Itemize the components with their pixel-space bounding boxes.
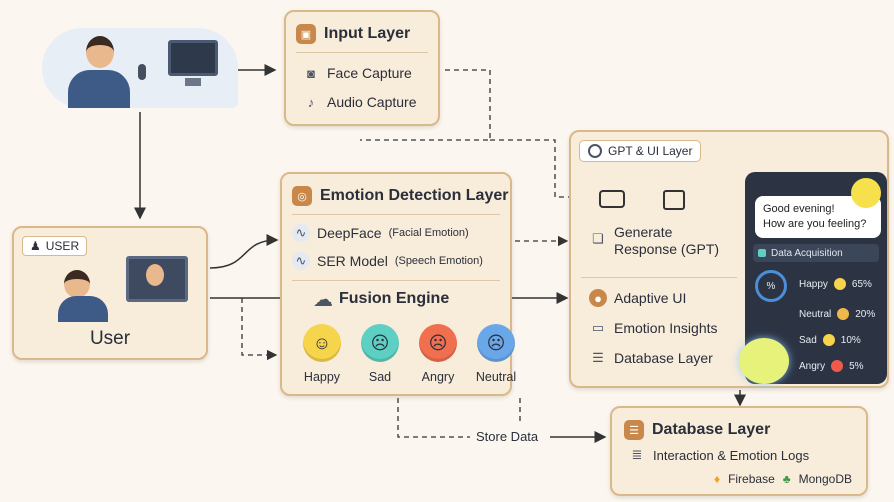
adaptive-ui-icon: ● (589, 289, 607, 307)
stat-angry-icon (831, 360, 844, 372)
emotion-faces-row: ☺ Happy ☹ Sad ☹ Angry ☹ Neutral (300, 324, 518, 384)
neutral-face-icon: ☹ (477, 324, 515, 362)
ser-name: SER Model (317, 253, 388, 269)
greeting-line1: Good evening! (763, 203, 835, 215)
sad-label: Sad (368, 370, 392, 384)
mongodb-icon: ♣ (782, 472, 791, 486)
camera-icon: ◙ (307, 65, 315, 81)
database-layer-label: Database Layer (614, 350, 713, 366)
gpt-layer-badge: GPT & UI Layer (579, 140, 702, 162)
happy-label: Happy (303, 370, 341, 384)
deepface-icon: ∿ (292, 224, 310, 242)
database-layer-card: ☰ Database Layer ≣ Interaction & Emotion… (610, 406, 868, 496)
stat-neutral: Neutral 20% (799, 308, 875, 320)
stat-happy-icon (833, 278, 846, 290)
audio-capture-label: Audio Capture (327, 94, 417, 110)
generate-label: Generate (614, 224, 673, 240)
stat-neutral-label: Neutral (799, 308, 832, 320)
stat-sad-value: 10% (840, 334, 861, 346)
database-layer-title: Database Layer (652, 421, 771, 438)
deepface-name: DeepFace (317, 225, 382, 241)
process-icon (599, 190, 625, 208)
database-layer-icon: ☰ (624, 420, 644, 440)
chat-icon: ❏ (592, 231, 604, 246)
stat-happy-value: 65% (851, 278, 872, 290)
user-badge: ♟ USER (22, 236, 88, 256)
database-icon: ☰ (592, 350, 604, 365)
sad-face-icon: ☹ (361, 324, 399, 362)
dashed-input-to-gpt (360, 69, 593, 197)
emotion-layer-icon: ◎ (292, 186, 312, 206)
angry-label: Angry (421, 370, 455, 384)
stat-neutral-value: 20% (855, 308, 876, 320)
microphone-icon: ♪ (307, 94, 315, 110)
user-illustration (42, 28, 238, 108)
stat-neutral-icon (837, 308, 850, 320)
store-data-label: Store Data (476, 429, 539, 444)
input-layer-icon: ▣ (296, 24, 316, 44)
emotion-detection-card: ◎ Emotion Detection Layer ∿ DeepFace (Fa… (280, 172, 516, 396)
firebase-label: Firebase (728, 472, 775, 486)
stat-happy: Happy 65% (799, 278, 872, 290)
brain-icon: ☁ (313, 288, 333, 311)
stat-sad-icon (822, 334, 835, 346)
user-icon: ♟ (30, 239, 41, 253)
emotion-layer-title: Emotion Detection Layer (320, 187, 509, 204)
greeting-bubble: Good evening! How are you feeling? (755, 196, 881, 238)
gpt-icon (588, 144, 602, 158)
user-label: User (89, 328, 131, 349)
dashed-user-to-emotion (241, 298, 278, 361)
emotion-neutral: ☹ Neutral (474, 324, 518, 384)
phone-smiley-icon (851, 178, 881, 208)
neutral-label: Neutral (475, 370, 517, 384)
database-subtitle: Interaction & Emotion Logs (653, 447, 810, 463)
input-layer-title: Input Layer (324, 25, 411, 42)
stat-sad: Sad 10% (799, 334, 861, 346)
mongodb-label: MongoDB (798, 472, 852, 486)
face-capture-label: Face Capture (327, 65, 412, 81)
acquisition-icon (758, 249, 766, 257)
gpt-ui-card: GPT & UI Layer ❏ Generate Response (GPT)… (569, 130, 889, 388)
user-desk-illustration (58, 256, 198, 322)
user-card: ♟ USER User (12, 226, 208, 360)
firebase-icon: ♦ (713, 472, 721, 486)
monitor-icon (168, 40, 218, 76)
ser-icon: ∿ (292, 252, 310, 270)
person-body (68, 70, 130, 108)
ser-detail: (Speech Emotion) (394, 255, 483, 267)
arrow-user-to-emotion (209, 234, 279, 269)
deepface-detail: (Facial Emotion) (388, 227, 469, 239)
stat-happy-label: Happy (799, 278, 828, 290)
angry-face-icon: ☹ (419, 324, 457, 362)
database-stack-icon: ≣ (631, 447, 643, 462)
microphone-icon (138, 64, 146, 80)
stat-angry-label: Angry (799, 360, 826, 372)
emotion-insights-label: Emotion Insights (614, 320, 718, 336)
input-layer-card: ▣ Input Layer ◙ Face Capture ♪ Audio Cap… (284, 10, 440, 126)
data-acquisition-label: Data Acquisition (771, 247, 843, 259)
floating-smiley-icon (739, 338, 789, 384)
stat-angry: Angry 5% (799, 360, 864, 372)
emotion-angry: ☹ Angry (416, 324, 460, 384)
adaptive-ui-label: Adaptive UI (614, 290, 687, 306)
data-acquisition-bar: Data Acquisition (753, 244, 879, 262)
user-badge-text: USER (45, 239, 80, 253)
fusion-engine-label: Fusion Engine (339, 290, 450, 307)
insights-icon: ▭ (591, 320, 605, 335)
storage-providers: ♦ Firebase ♣ MongoDB (714, 472, 852, 486)
response-gpt-label: Response (GPT) (614, 241, 720, 257)
percent-gauge: % (755, 270, 787, 302)
happy-face-icon: ☺ (303, 324, 341, 362)
stat-angry-value: 5% (849, 360, 864, 372)
dashed-store-data (397, 398, 470, 438)
gpt-layer-title: GPT & UI Layer (608, 144, 693, 158)
node-icon (663, 190, 685, 210)
person-head (86, 36, 114, 68)
emotion-sad: ☹ Sad (358, 324, 402, 384)
emotion-happy: ☺ Happy (300, 324, 344, 384)
greeting-line2: How are you feeling? (763, 218, 867, 230)
stat-sad-label: Sad (799, 334, 817, 346)
